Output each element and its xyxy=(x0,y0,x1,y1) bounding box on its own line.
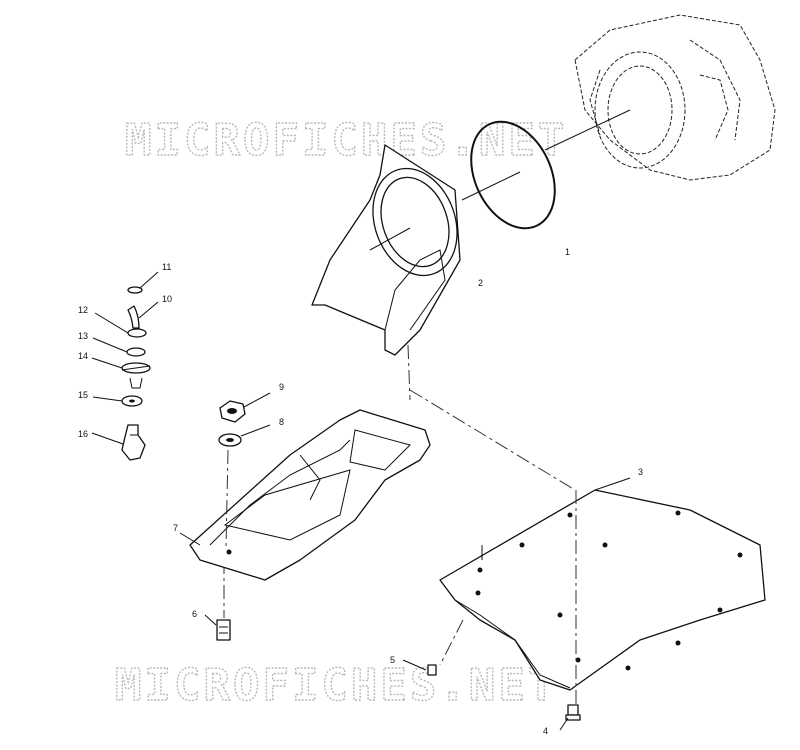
grommet-part-14 xyxy=(91,357,151,389)
washer-part-8 xyxy=(218,424,271,549)
callout-7: 7 xyxy=(173,523,178,533)
watermark-top: MICROFICHES.NET xyxy=(125,115,567,166)
bolt-part-4 xyxy=(559,704,581,731)
bolt-part-6 xyxy=(204,560,231,641)
callout-4: 4 xyxy=(543,726,548,736)
hose-part-10 xyxy=(127,301,159,329)
clip-part-11 xyxy=(127,271,159,294)
mount-bracket-part-7 xyxy=(179,409,431,581)
callout-3: 3 xyxy=(638,467,643,477)
callout-6: 6 xyxy=(192,609,197,619)
washer-part-12 xyxy=(94,312,147,338)
callout-8: 8 xyxy=(279,417,284,427)
callout-labels: 1 2 3 4 5 6 7 8 9 10 11 12 13 14 15 16 xyxy=(78,247,643,736)
callout-12: 12 xyxy=(78,305,88,315)
callout-16: 16 xyxy=(78,429,88,439)
skid-plate-holes xyxy=(475,510,743,671)
callout-14: 14 xyxy=(78,351,88,361)
washer-part-13 xyxy=(92,337,146,357)
callout-1: 1 xyxy=(565,247,570,257)
o-ring-part-1 xyxy=(461,120,556,230)
intake-duct-part-2 xyxy=(311,144,461,401)
callout-10: 10 xyxy=(162,294,172,304)
engine-housing-ghost xyxy=(544,14,776,181)
callout-2: 2 xyxy=(478,278,483,288)
callout-9: 9 xyxy=(279,382,284,392)
washer-part-15 xyxy=(92,395,143,407)
screw-part-5 xyxy=(402,659,437,676)
watermark-bottom: MICROFICHES.NET xyxy=(115,660,557,711)
callout-11: 11 xyxy=(162,262,171,272)
callout-15: 15 xyxy=(78,390,88,400)
hardware-stack xyxy=(91,271,159,461)
callout-5: 5 xyxy=(390,655,395,665)
alignment-line xyxy=(409,389,576,491)
nut-part-9 xyxy=(219,392,271,423)
skid-plate-part-3 xyxy=(439,477,766,720)
fitting-part-16 xyxy=(91,424,146,461)
callout-13: 13 xyxy=(78,331,88,341)
